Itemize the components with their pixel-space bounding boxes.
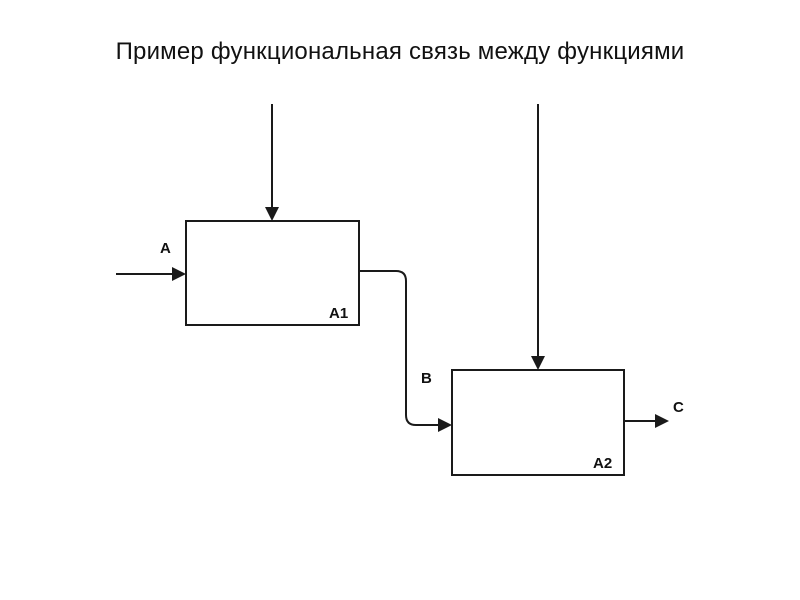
link-arrow-b xyxy=(359,270,452,432)
diagram-title: Пример функциональная связь между функци… xyxy=(115,38,685,65)
arrow-a-label: A xyxy=(160,240,171,257)
control-arrow-a1 xyxy=(265,104,279,221)
arrow-b-label: B xyxy=(421,370,432,387)
box-a2-label: A2 xyxy=(593,455,612,472)
input-arrow-a xyxy=(116,267,186,281)
arrow-c-label: C xyxy=(673,399,684,416)
function-box-a1 xyxy=(185,220,360,326)
output-arrow-c xyxy=(624,414,669,428)
control-arrow-a2 xyxy=(531,104,545,370)
box-a1-label: A1 xyxy=(329,305,348,322)
